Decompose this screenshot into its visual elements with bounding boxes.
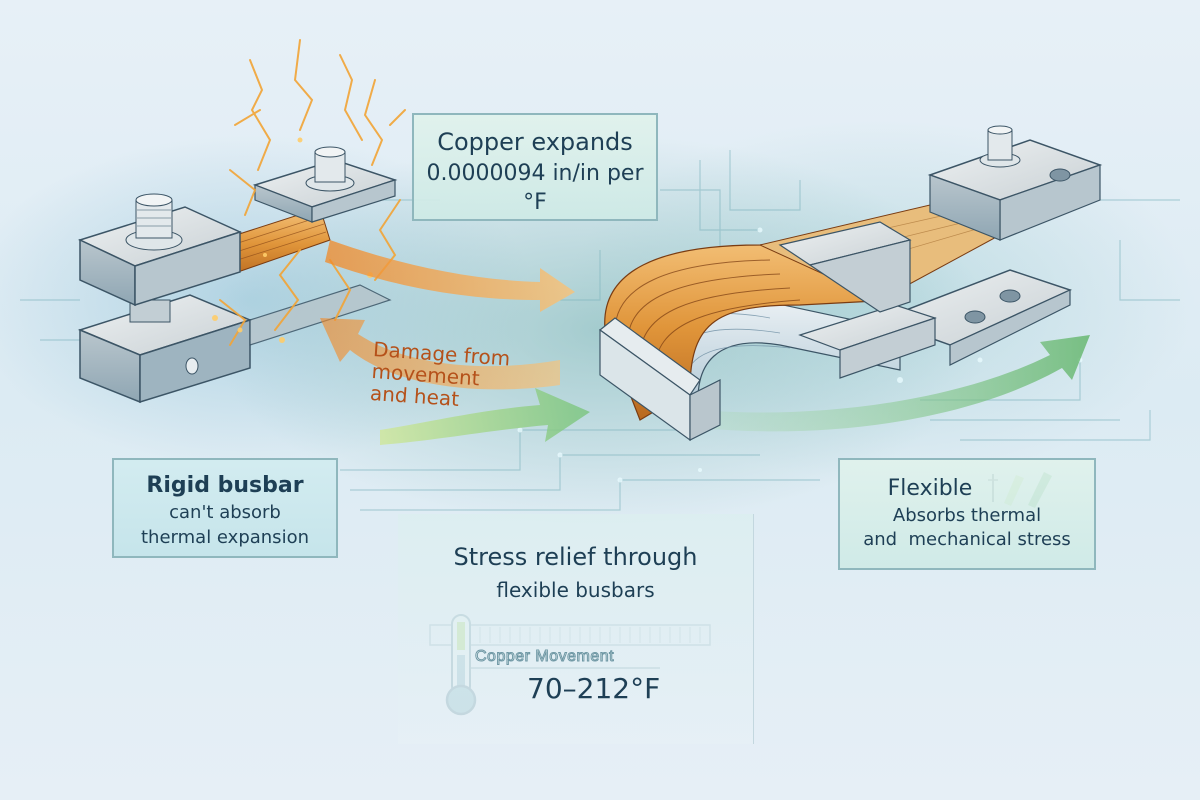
expansion-unit: °F	[523, 190, 547, 215]
copper-movement-label: Copper Movement	[474, 648, 615, 666]
rigid-busbar-illustration	[77, 146, 398, 404]
stress-relief-title: Stress relief through	[453, 543, 698, 571]
copper-expands-heading: Copper expands	[437, 128, 633, 156]
orange-curved-arrow	[320, 240, 575, 390]
flexible-busbar-line-1: Absorbs thermal	[892, 505, 1042, 526]
temperature-range: 70–212°F	[527, 672, 661, 705]
stress-relief-subtitle: flexible busbars	[496, 578, 655, 602]
flexible-busbar-line-2: and mechanical stress	[863, 529, 1071, 550]
flexible-busbar-callout: Flexible Absorbs thermal and mechanical …	[838, 458, 1096, 570]
stress-relief-panel: Stress relief through flexible busbars	[398, 514, 754, 744]
rigid-busbar-line-1: can't absorb	[169, 502, 281, 523]
circuit-node-dots	[468, 227, 1083, 483]
copper-expansion-callout: Copper expands 0.0000094 in/in per °F	[412, 113, 658, 221]
flexible-busbar-title: Flexible	[887, 476, 973, 501]
electric-spark-icon	[219, 39, 406, 346]
rigid-busbar-title: Rigid busbar	[146, 473, 304, 498]
expansion-coefficient: 0.0000094 in/in per	[426, 161, 644, 186]
flexible-laminated-busbar-illustration	[599, 125, 1103, 442]
damage-callout: Damage from movement and heat	[369, 337, 533, 415]
rigid-busbar-line-2: thermal expansion	[141, 527, 309, 548]
rigid-busbar-callout: Rigid busbar can't absorb thermal expans…	[112, 458, 338, 558]
green-curved-arrow	[380, 335, 1090, 445]
